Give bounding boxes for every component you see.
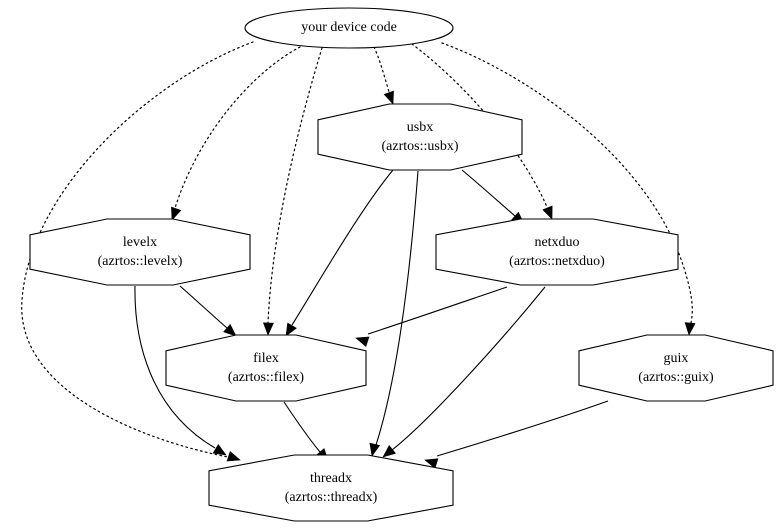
node-label-primary: levelx: [123, 235, 157, 250]
edge-line-solid: [375, 170, 419, 446]
edge-device-filex: [262, 47, 323, 336]
node-levelx[interactable]: levelx(azrtos::levelx): [29, 218, 251, 286]
node-label-secondary: (azrtos::guix): [638, 370, 714, 385]
edge-device-threadx: [21, 41, 254, 462]
edge-usbx-filex: [285, 169, 394, 337]
edge-device-guix: [441, 42, 696, 336]
edge-line-solid: [391, 286, 546, 451]
arrowhead-icon: [212, 443, 227, 456]
node-label-secondary: (azrtos::netxduo): [509, 254, 605, 269]
edge-line-dotted: [441, 42, 693, 324]
arrowhead-icon: [382, 445, 396, 458]
arrowhead-icon: [424, 458, 439, 469]
edge-line-solid: [461, 169, 516, 217]
edge-line-dotted: [373, 46, 390, 93]
node-layer: your device codeusbx(azrtos::usbx)levelx…: [29, 7, 774, 522]
edge-netxduo-threadx: [382, 286, 546, 458]
arrowhead-icon: [355, 336, 370, 347]
node-octagon-shape: [317, 103, 523, 171]
node-label-secondary: (azrtos::levelx): [98, 254, 183, 269]
arrowhead-icon: [262, 322, 274, 336]
edge-line-solid: [436, 400, 609, 457]
arrowhead-icon: [226, 451, 241, 462]
edge-device-usbx: [373, 46, 394, 105]
edge-netxduo-filex: [355, 286, 508, 347]
edge-levelx-threadx: [134, 285, 227, 456]
edge-usbx-threadx: [369, 170, 419, 457]
node-octagon-shape: [435, 218, 679, 286]
edge-line-dotted: [267, 47, 323, 324]
node-label-secondary: (azrtos::filex): [228, 370, 305, 385]
arrowhead-icon: [684, 322, 696, 336]
arrowhead-icon: [223, 323, 237, 337]
arrowhead-icon: [171, 206, 182, 221]
edge-levelx-filex: [179, 285, 237, 337]
node-label-secondary: (azrtos::usbx): [382, 139, 459, 154]
node-guix[interactable]: guix(azrtos::guix): [578, 334, 774, 402]
edge-device-netxduo: [411, 43, 553, 220]
node-octagon-shape: [29, 218, 251, 286]
edge-line-dotted: [21, 41, 254, 458]
edge-line-solid: [283, 401, 321, 453]
node-label-primary: usbx: [407, 120, 433, 135]
edge-line-solid: [134, 285, 216, 449]
arrowhead-icon: [369, 442, 381, 457]
edge-line-solid: [179, 285, 228, 329]
node-threadx[interactable]: threadx(azrtos::threadx): [208, 454, 454, 522]
node-label-primary: guix: [664, 351, 689, 366]
node-octagon-shape: [578, 334, 774, 402]
arrowhead-icon: [285, 322, 297, 337]
edge-line-solid: [367, 286, 508, 335]
edge-guix-threadx: [424, 400, 609, 469]
node-label-primary: filex: [253, 351, 279, 366]
node-octagon-shape: [165, 334, 367, 402]
node-netxduo[interactable]: netxduo(azrtos::netxduo): [435, 218, 679, 286]
node-device[interactable]: your device code: [244, 7, 454, 49]
node-ellipse-shape: [244, 7, 454, 49]
node-label-secondary: (azrtos::threadx): [285, 490, 378, 505]
node-label-primary: your device code: [301, 20, 397, 35]
edge-line-solid: [291, 169, 394, 326]
edge-device-levelx: [171, 46, 301, 221]
node-filex[interactable]: filex(azrtos::filex): [165, 334, 367, 402]
node-label-primary: threadx: [310, 471, 352, 486]
edge-line-dotted: [174, 46, 301, 209]
node-label-primary: netxduo: [534, 235, 579, 250]
node-octagon-shape: [208, 454, 454, 522]
arrowhead-icon: [383, 90, 394, 105]
node-usbx[interactable]: usbx(azrtos::usbx): [317, 103, 523, 171]
arrowhead-icon: [542, 205, 553, 220]
